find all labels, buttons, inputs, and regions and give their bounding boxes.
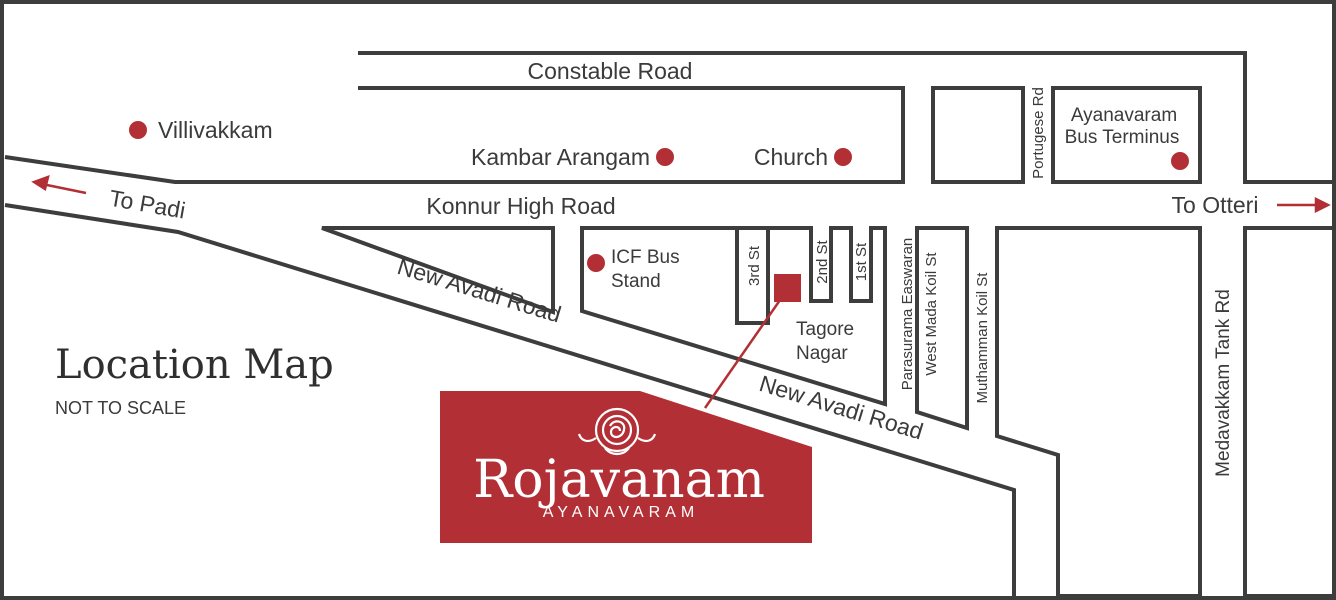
block-triangle [321,226,555,315]
label-icf-1: ICF Bus [611,247,680,268]
label-icf-2: Stand [611,271,661,292]
label-villivakkam: Villivakkam [158,117,273,143]
brand-name: Rojavanam [473,450,765,510]
landmark-dot-kambar [656,148,674,166]
brand-panel [440,391,812,543]
arrow-left-icon [31,175,87,195]
scale-note: NOT TO SCALE [55,398,186,418]
block-icf [580,226,887,407]
label-3rd-st: 3rd St [746,245,763,286]
label-terminus-1: Ayanavaram [1071,105,1177,126]
label-kambar: Kambar Arangam [471,144,650,170]
landmark-dot-terminus [1171,152,1189,170]
label-church: Church [754,144,828,170]
label-medavakkam: Medavakkam Tank Rd [1213,289,1234,477]
label-1st-st: 1st St [853,242,870,281]
label-to-padi: To Padi [107,185,187,224]
site-marker [774,274,801,302]
block-portugese-west [931,86,1025,184]
label-to-otteri: To Otteri [1172,192,1259,218]
label-portugese: Portugese Rd [1030,87,1047,179]
rose-icon [577,407,657,456]
map-title: Location Map [55,342,334,388]
label-terminus-2: Bus Terminus [1065,127,1180,148]
label-muthamman: Muthamman Koil St [974,272,991,404]
top-left-block [4,86,905,184]
label-west-mada: West Mada Koil St [923,252,940,376]
label-constable-road: Constable Road [528,58,693,84]
label-konnur-road: Konnur High Road [426,193,615,219]
landmark-dot-church [834,148,852,166]
block-west-mada [915,226,969,431]
brand-locality: AYANAVARAM [543,504,699,521]
label-2nd-st: 2nd St [814,239,831,283]
block-terminus [1051,86,1202,184]
label-tagore-1: Tagore [796,319,854,340]
arrow-right-icon [1277,196,1331,214]
block-east [995,226,1202,598]
landmark-dot-villivakkam [129,121,147,139]
landmark-dot-icf [587,254,605,272]
block-far-east [1243,226,1336,598]
label-parasurama: Parasurama Easwaran [899,238,916,391]
site-leader-line [703,289,789,409]
label-tagore-2: Nagar [796,343,848,364]
